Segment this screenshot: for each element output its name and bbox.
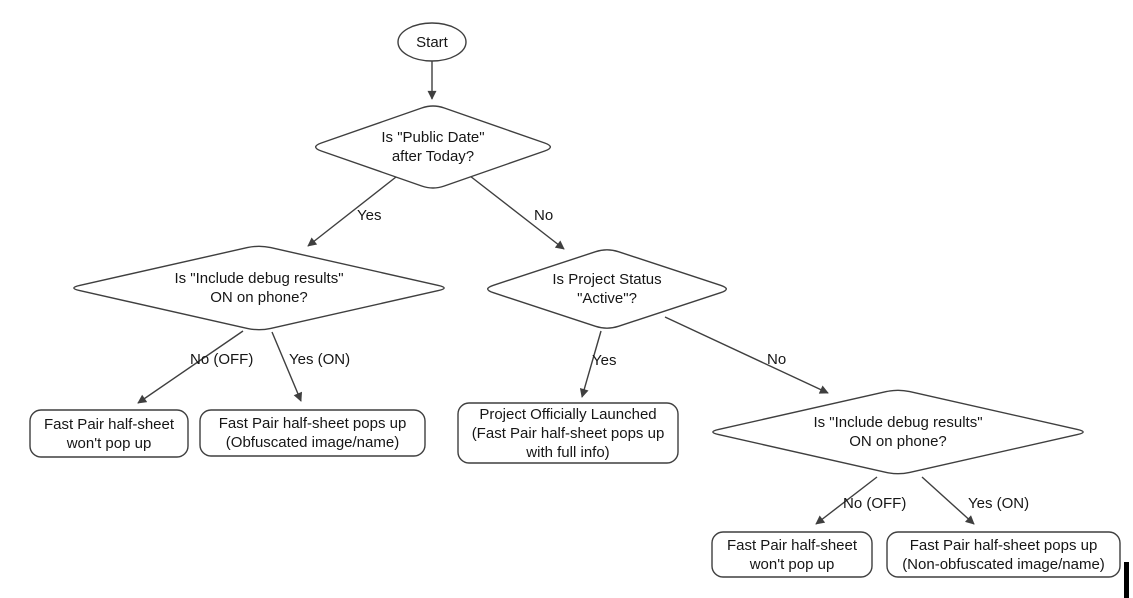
result-popup-obfuscated-shape [199,409,426,457]
start-node-label: Start [416,33,448,51]
edge-debug-left-no-off [137,330,244,404]
decision-public-date-label: Is "Public Date" after Today? [381,129,485,165]
edge-label-project-status-no: No [767,351,787,368]
edge-label-project-status-yes: Yes [592,352,617,369]
edge-label-public-date-yes: Yes [357,207,382,224]
edge-public-date-yes [307,176,397,247]
result-popup-obfuscated-label: Fast Pair half-sheet pops up (Obfuscated… [218,415,407,451]
decision-debug-right-shape [712,389,1084,475]
result-no-popup-right-shape [711,531,873,578]
edge-debug-right-yes-on [921,476,975,525]
decision-debug-left-label: Is "Include debug results" ON on phone? [174,270,344,306]
edge-debug-left-yes-on [271,331,303,402]
edge-label-debug-left-yes-on: Yes (ON) [289,351,351,368]
result-launched-shape [457,402,679,464]
result-popup-nonobfuscated-label: Fast Pair half-sheet pops up (Non-obfusc… [902,536,1105,573]
edge-project-status-yes [579,330,602,398]
edge-project-status-no [664,316,829,394]
edge-label-debug-right-yes-on: Yes (ON) [968,495,1030,512]
decision-project-status-label: Is Project Status "Active"? [552,271,662,307]
result-no-popup-left-shape [29,409,189,458]
result-popup-nonobfuscated-shape [886,531,1121,578]
result-no-popup-left-label: Fast Pair half-sheet won't pop up [43,415,175,452]
result-no-popup-right-label: Fast Pair half-sheet won't pop up [726,536,858,573]
decision-debug-left-shape [73,245,445,331]
decision-public-date-shape [314,105,552,189]
result-launched-label: Project Officially Launched (Fast Pair h… [471,405,665,461]
decision-project-status-shape [487,249,728,329]
edge-debug-right-no-off [815,476,878,525]
text-cursor [1124,562,1129,598]
edge-public-date-no [469,175,565,250]
start-node-shape [397,22,467,62]
edge-label-public-date-no: No [534,207,554,224]
edge-label-debug-left-no-off: No (OFF) [190,351,254,368]
edge-label-debug-right-no-off: No (OFF) [843,495,907,512]
decision-debug-right-label: Is "Include debug results" ON on phone? [813,414,983,450]
